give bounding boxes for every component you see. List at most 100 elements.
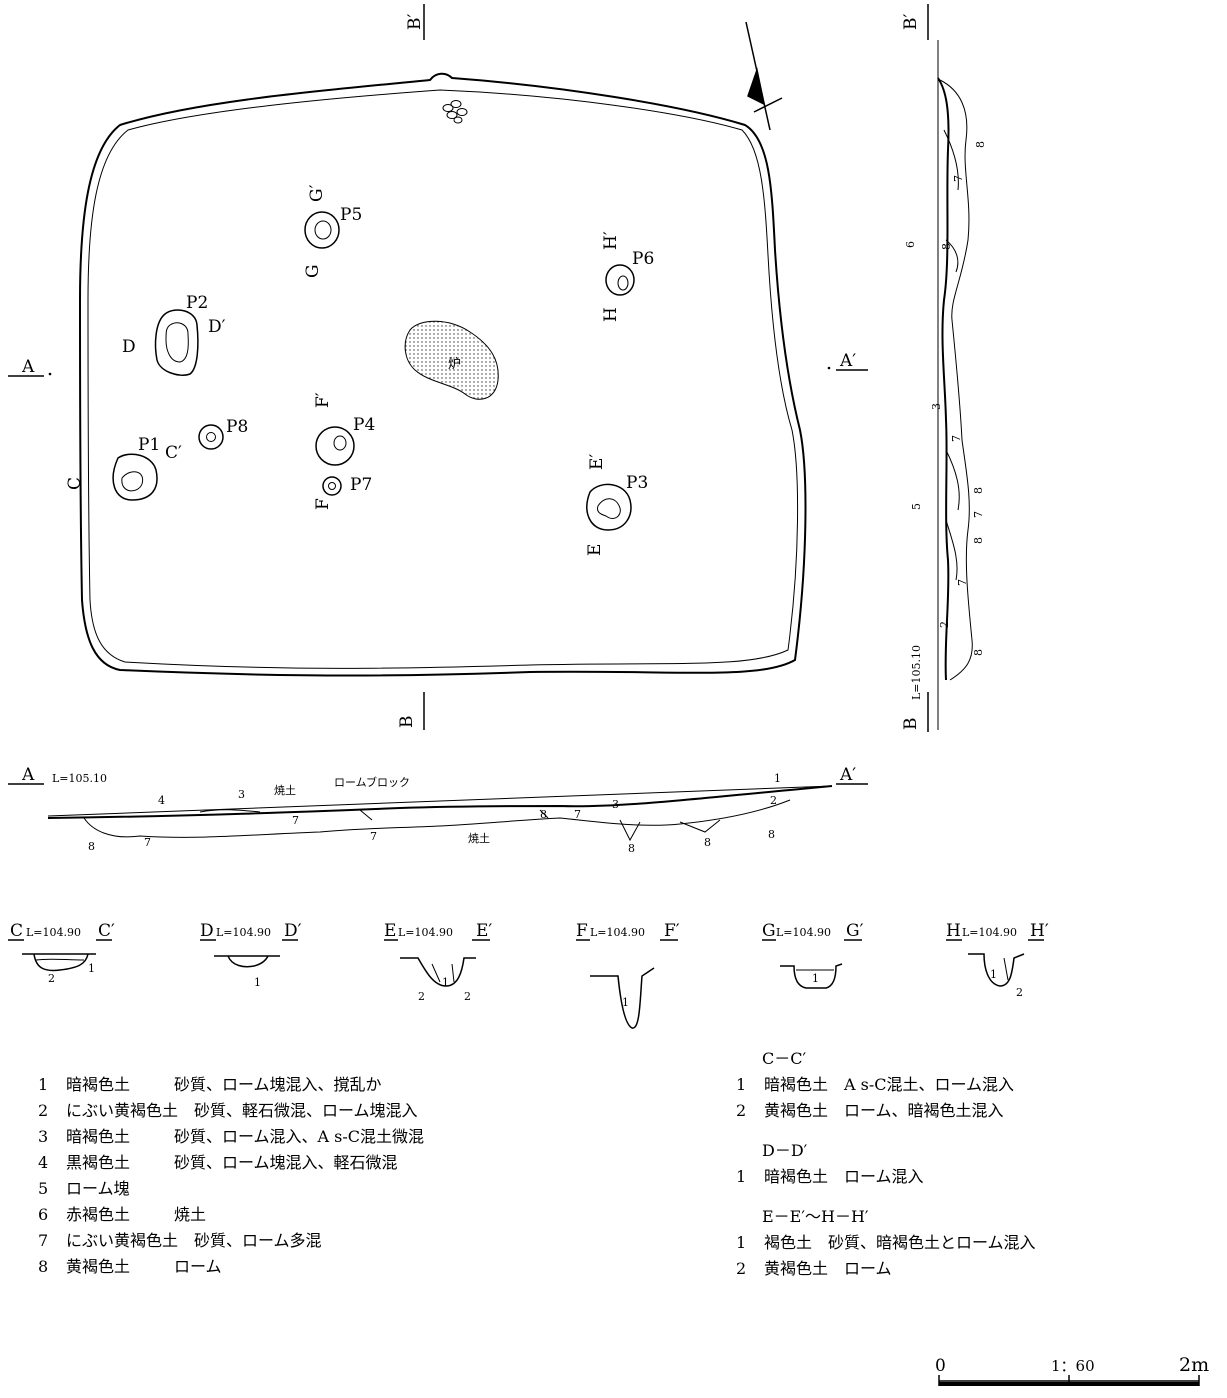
svg-text:ロームブロック: ロームブロック (334, 775, 410, 789)
svg-text:L=105.10: L=105.10 (52, 772, 107, 785)
svg-text:D: D (200, 921, 214, 941)
svg-text:L=104.90: L=104.90 (776, 926, 831, 939)
section-BB: B′ B L=105.10 8 7 6 8 3 7 8 5 7 8 7 2 8 (901, 4, 987, 732)
section-marker-H: H (601, 307, 621, 322)
svg-text:3: 3 (612, 798, 619, 811)
legend-sub-heading: D－D′ (762, 1141, 808, 1160)
svg-text:7: 7 (144, 836, 151, 849)
section-AA: A L=105.10 A′ 4 3 焼土 ロームブロック 7 8 7 7 焼土 … (8, 765, 868, 855)
section-marker-G: G (303, 264, 323, 278)
svg-text:8: 8 (88, 840, 95, 853)
svg-text:1: 1 (812, 972, 819, 985)
svg-text:2: 2 (938, 621, 951, 628)
section-marker-H-prime: H′ (601, 231, 621, 250)
svg-text:L=104.90: L=104.90 (216, 926, 271, 939)
svg-text:B: B (397, 716, 417, 729)
svg-text:A: A (21, 357, 35, 377)
svg-text:8: 8 (972, 487, 985, 494)
section-marker-B-prime: B′ (405, 4, 425, 40)
pit-label-P8: P8 (226, 417, 248, 437)
dwelling-outline (78, 72, 807, 677)
svg-text:1: 1 (622, 996, 629, 1009)
north-arrow (745, 21, 783, 131)
hearth (404, 320, 499, 400)
pit-label-P6: P6 (632, 249, 654, 269)
svg-text:8: 8 (940, 243, 953, 250)
svg-text:B′: B′ (405, 14, 425, 30)
pit-label-P3: P3 (626, 473, 648, 493)
svg-text:D′: D′ (284, 921, 302, 941)
svg-text:1: 1 (442, 976, 449, 989)
pit-P2 (154, 309, 199, 376)
pit-label-P7: P7 (350, 475, 372, 495)
svg-text:1: 1 (774, 772, 781, 785)
svg-text:2: 2 (464, 990, 471, 1003)
section-marker-A: A (8, 357, 52, 377)
section-marker-E-prime: E′ (587, 454, 607, 470)
svg-text:8: 8 (704, 836, 711, 849)
svg-text:8: 8 (628, 842, 635, 855)
pit-label-P2: P2 (186, 293, 208, 313)
pit-P8 (198, 424, 224, 450)
plan-labels: P1 P2 P3 P4 P5 P6 P7 P8 炉 A A′ B′ B C (8, 4, 868, 730)
svg-text:7: 7 (292, 814, 299, 827)
svg-text:B: B (901, 718, 921, 731)
svg-text:G: G (762, 921, 776, 941)
svg-text:7: 7 (956, 579, 969, 586)
svg-text:H: H (946, 921, 961, 941)
scale-ratio: 1：60 (1051, 1357, 1095, 1375)
pit-P4 (315, 426, 355, 466)
section-FF: F L=104.90 F′ 1 (576, 921, 680, 1029)
svg-text:5: 5 (910, 503, 923, 510)
section-EE: E L=104.90 E′ 2 1 2 (384, 921, 492, 1003)
svg-text:C′: C′ (98, 921, 115, 941)
svg-text:G′: G′ (846, 921, 864, 941)
pit-P7 (322, 476, 342, 496)
svg-text:2: 2 (1016, 986, 1023, 999)
svg-text:7: 7 (950, 435, 963, 442)
svg-text:8: 8 (972, 649, 985, 656)
section-marker-D: D (122, 337, 136, 357)
legend-sub-heading: C－C′ (762, 1049, 807, 1068)
svg-text:3: 3 (238, 788, 245, 801)
svg-text:F′: F′ (664, 921, 680, 941)
svg-text:2: 2 (770, 794, 777, 807)
pit-label-P1: P1 (138, 435, 160, 455)
svg-text:L=104.90: L=104.90 (962, 926, 1017, 939)
svg-text:1: 1 (88, 962, 95, 975)
legend-sub-heading: E－E′～H－H′ (762, 1207, 869, 1226)
svg-text:E′: E′ (476, 921, 492, 941)
stone-cluster (442, 100, 468, 124)
pit-label-P4: P4 (353, 415, 375, 435)
pit-P6 (605, 264, 635, 296)
svg-text:3: 3 (930, 403, 943, 410)
svg-text:C: C (10, 921, 23, 941)
section-HH: H L=104.90 H′ 1 2 (946, 921, 1049, 999)
svg-text:1: 1 (990, 968, 997, 981)
svg-text:2: 2 (418, 990, 425, 1003)
svg-text:B′: B′ (901, 14, 921, 30)
svg-text:7: 7 (370, 830, 377, 843)
svg-text:L=104.90: L=104.90 (398, 926, 453, 939)
svg-text:E: E (384, 921, 396, 941)
svg-text:4: 4 (158, 794, 165, 807)
hearth-label: 炉 (448, 357, 461, 372)
section-DD: D L=104.90 D′ 1 (200, 921, 302, 989)
svg-text:7: 7 (574, 808, 581, 821)
svg-text:1: 1 (254, 976, 261, 989)
pit-P5 (304, 211, 340, 249)
svg-text:8: 8 (540, 808, 547, 821)
plan-view (78, 21, 807, 677)
